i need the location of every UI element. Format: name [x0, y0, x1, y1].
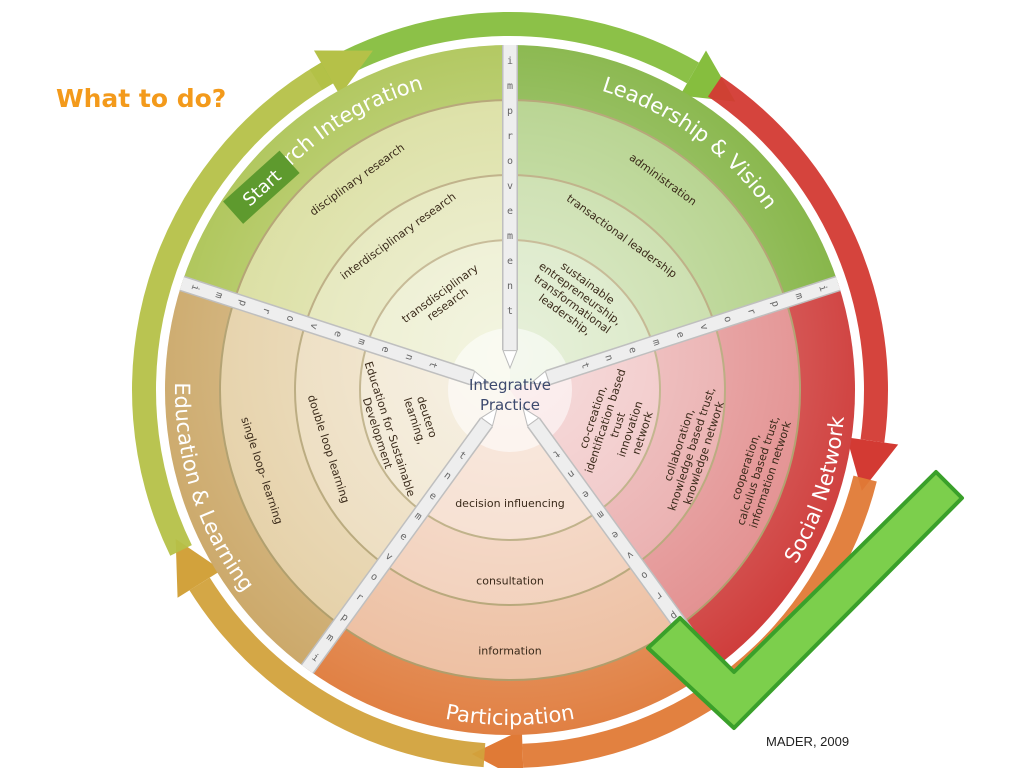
spoke-arrowhead — [529, 370, 551, 385]
spoke-letter: m — [355, 337, 367, 346]
center-label-line: Practice — [480, 396, 540, 414]
page-title: What to do? — [56, 84, 227, 113]
cycle-arrow-band — [309, 12, 699, 90]
spoke-letter: n — [565, 468, 576, 480]
spoke-letter: e — [427, 490, 438, 502]
spoke-letter: e — [580, 488, 591, 500]
spoke-letter: e — [626, 346, 638, 355]
spoke-letter: m — [595, 508, 606, 520]
check-mark-icon — [646, 470, 964, 730]
spoke-letter: e — [507, 206, 513, 217]
ring-text-line: decision influencing — [455, 497, 565, 510]
spoke-letter: n — [507, 281, 513, 292]
cycle-arrow-band — [707, 76, 889, 443]
spoke-letter: e — [609, 528, 620, 540]
spoke-letter: t — [456, 450, 467, 462]
improvement-spoke — [301, 418, 492, 673]
spoke-letter: o — [639, 569, 650, 581]
spoke-letter: p — [339, 612, 350, 624]
cycle-arrow-band — [131, 62, 333, 556]
spoke-letter: v — [624, 548, 635, 560]
spoke-letter: e — [379, 345, 391, 354]
spoke-letter: m — [507, 231, 513, 242]
cycle-arrow-band — [189, 577, 486, 768]
spoke-arrowhead — [480, 406, 498, 427]
cycle-arrow-head — [471, 729, 524, 768]
spoke-letter: t — [426, 360, 438, 369]
spoke-letter: m — [507, 81, 513, 92]
ring-text-line: consultation — [476, 575, 544, 588]
source-credit: MADER, 2009 — [766, 734, 850, 749]
ring-text-line: information — [478, 645, 542, 658]
spoke-letter: o — [507, 156, 513, 167]
improvement-spoke — [546, 277, 841, 384]
spoke-letter: n — [442, 470, 453, 482]
spoke-arrowhead — [502, 350, 518, 370]
spoke-letter: o — [284, 314, 296, 323]
spoke-letter: m — [212, 291, 224, 300]
spoke-letter: e — [674, 330, 686, 339]
spoke-letter: r — [745, 307, 757, 316]
spoke-letter: p — [668, 609, 679, 621]
spoke-letter: m — [650, 338, 662, 347]
spoke-letter: e — [398, 531, 409, 543]
spoke-letter: m — [412, 510, 423, 522]
start-tab-box — [223, 150, 300, 224]
spoke-letter: m — [324, 632, 335, 644]
spoke-letter: r — [507, 131, 513, 142]
spoke-letter: p — [507, 106, 513, 117]
spoke-letter: r — [653, 589, 664, 601]
cycle-arrow-head — [314, 50, 373, 96]
spoke-letter: t — [507, 306, 513, 317]
spoke-arrowhead — [469, 370, 491, 385]
spoke-arrowhead — [522, 406, 540, 427]
spoke-letter: v — [507, 181, 513, 192]
spoke-letter: e — [507, 256, 513, 267]
spoke-letter: o — [368, 571, 379, 583]
spoke-letter: t — [578, 361, 590, 370]
spoke-letter: i — [189, 283, 201, 292]
spoke-letter: r — [354, 591, 365, 603]
improvement-spoke — [179, 277, 474, 384]
spoke-letter: i — [816, 284, 828, 293]
spoke-letter: o — [721, 315, 733, 324]
spoke-letter: r — [260, 306, 272, 315]
cycle-arrow-head — [175, 538, 222, 598]
spoke-letter: m — [792, 292, 804, 301]
spoke-letter: i — [507, 56, 513, 67]
spoke-letter: v — [307, 322, 319, 331]
spoke-letter: v — [697, 323, 709, 332]
center-label-line: Integrative — [469, 376, 551, 394]
spoke-letter: v — [383, 551, 394, 563]
spoke-letter: p — [236, 298, 248, 307]
spoke-letter: i — [309, 652, 320, 664]
spoke-letter: t — [550, 447, 561, 459]
spoke-letter: n — [602, 353, 614, 362]
spoke-letter: n — [403, 353, 415, 362]
spoke-letter: e — [331, 329, 343, 338]
spoke-letter: p — [769, 299, 781, 308]
